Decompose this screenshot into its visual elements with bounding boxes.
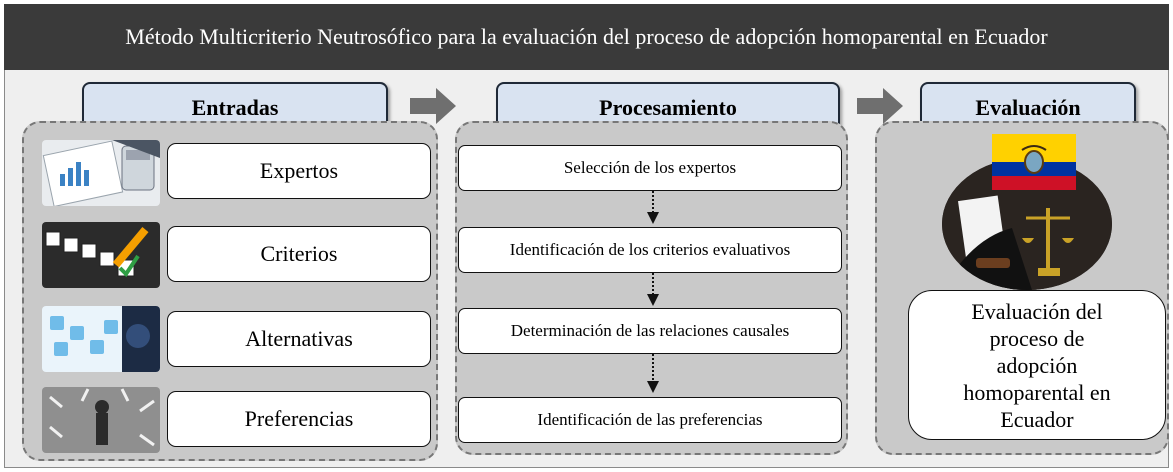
- process-step-label: Determinación de las relaciones causales: [510, 321, 790, 340]
- down-arrow-2: [647, 273, 659, 306]
- down-arrow-3: [647, 354, 659, 393]
- process-step-3: Determinación de las relaciones causales: [458, 308, 842, 354]
- flow-arrow-2-shape: [857, 88, 903, 124]
- flow-arrow-1-shape: [410, 88, 456, 124]
- digital-tablet-image: [42, 306, 160, 372]
- input-item-criterios: Criterios: [167, 226, 431, 282]
- down-arrow-1: [647, 191, 659, 224]
- flow-arrow-1: [410, 88, 456, 124]
- process-step-2: Identificación de los criterios evaluati…: [458, 227, 842, 273]
- input-item-label: Criterios: [260, 241, 338, 266]
- flow-arrow-2: [857, 88, 903, 124]
- input-item-alternativas: Alternativas: [167, 311, 431, 367]
- header-evaluation-label: Evaluación: [975, 95, 1081, 120]
- process-step-label: Identificación de los criterios evaluati…: [509, 240, 791, 259]
- judge-scales-image: [942, 158, 1112, 290]
- header-inputs-label: Entradas: [191, 95, 279, 120]
- evaluation-result-box: Evaluación del proceso de adopción homop…: [908, 290, 1166, 440]
- process-step-label: Identificación de las preferencias: [537, 410, 763, 429]
- input-item-preferencias: Preferencias: [167, 391, 431, 447]
- diagram-title-text: Método Multicriterio Neutrosófico para l…: [125, 24, 1048, 49]
- input-item-label: Preferencias: [244, 406, 354, 431]
- diagram-title: Método Multicriterio Neutrosófico para l…: [4, 4, 1169, 70]
- header-processing-label: Procesamiento: [599, 95, 737, 120]
- document-chart-image: [42, 140, 160, 206]
- process-step-4: Identificación de las preferencias: [458, 397, 842, 443]
- checklist-pencil-image: [42, 222, 160, 288]
- evaluation-result-text: Evaluación del proceso de adopción homop…: [963, 298, 1111, 432]
- input-item-label: Expertos: [259, 158, 339, 183]
- input-item-label: Alternativas: [245, 326, 353, 351]
- crossroads-arrows-image: [42, 387, 160, 453]
- input-item-expertos: Expertos: [167, 143, 431, 199]
- ecuador-flag-icon: [992, 134, 1076, 190]
- process-step-1: Selección de los expertos: [458, 145, 842, 191]
- process-step-label: Selección de los expertos: [563, 158, 737, 177]
